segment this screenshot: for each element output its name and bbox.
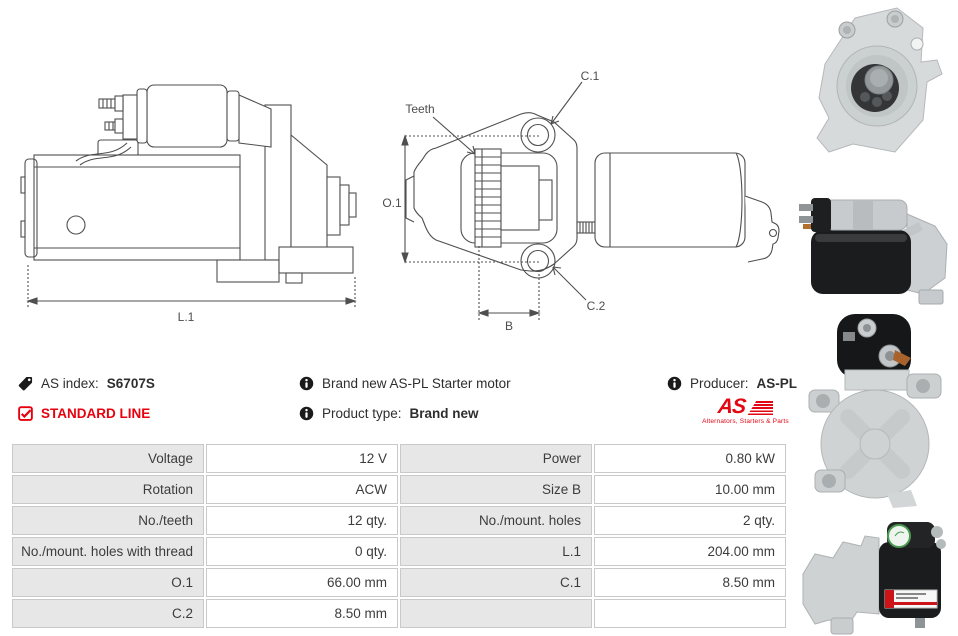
spec-value: 0.80 kW bbox=[594, 444, 786, 473]
info-icon bbox=[299, 376, 314, 391]
producer-label: Producer: bbox=[690, 376, 749, 391]
spec-value: 12 V bbox=[206, 444, 398, 473]
product-photo-angled-view bbox=[802, 522, 946, 635]
producer-value: AS-PL bbox=[756, 376, 798, 391]
product-photo-flange-front bbox=[816, 7, 943, 153]
spec-value bbox=[594, 599, 786, 628]
dim-label-l1: L.1 bbox=[178, 310, 195, 324]
as-logo-subtext: Alternators, Starters & Parts bbox=[702, 418, 789, 425]
spec-label: O.1 bbox=[12, 568, 204, 597]
table-row: No./mount. holes with thread 0 qty. L.1 … bbox=[12, 537, 786, 566]
as-index-row: AS index: S6707S bbox=[18, 376, 155, 391]
technical-drawing-side-view: L.1 bbox=[20, 84, 357, 324]
specifications-table: Voltage 12 V Power 0.80 kW Rotation ACW … bbox=[10, 442, 788, 630]
spec-label: No./teeth bbox=[12, 506, 204, 535]
brand-new-text: Brand new AS-PL Starter motor bbox=[322, 376, 511, 391]
spec-value: 12 qty. bbox=[206, 506, 398, 535]
as-pl-logo: AS Alternators, Starters & Parts bbox=[698, 395, 793, 425]
spec-value: ACW bbox=[206, 475, 398, 504]
dim-label-b: B bbox=[505, 319, 513, 333]
spec-label: Size B bbox=[400, 475, 592, 504]
product-type-row: Product type: Brand new bbox=[299, 406, 479, 421]
as-index-value: S6707S bbox=[106, 376, 155, 391]
spec-label: No./mount. holes bbox=[400, 506, 592, 535]
table-row: C.2 8.50 mm bbox=[12, 599, 786, 628]
table-row: Voltage 12 V Power 0.80 kW bbox=[12, 444, 786, 473]
spec-label: Rotation bbox=[12, 475, 204, 504]
spec-value: 204.00 mm bbox=[594, 537, 786, 566]
info-icon bbox=[299, 406, 314, 421]
dim-label-teeth: Teeth bbox=[405, 102, 434, 116]
spec-value: 10.00 mm bbox=[594, 475, 786, 504]
spec-label: No./mount. holes with thread bbox=[12, 537, 204, 566]
spec-value: 0 qty. bbox=[206, 537, 398, 566]
table-row: Rotation ACW Size B 10.00 mm bbox=[12, 475, 786, 504]
as-logo-stripes bbox=[747, 401, 774, 416]
tag-icon bbox=[18, 376, 33, 391]
as-logo-text: AS bbox=[716, 395, 747, 418]
spec-value: 8.50 mm bbox=[594, 568, 786, 597]
brand-new-row: Brand new AS-PL Starter motor bbox=[299, 376, 511, 391]
table-row: No./teeth 12 qty. No./mount. holes 2 qty… bbox=[12, 506, 786, 535]
dim-label-c2: C.2 bbox=[587, 299, 606, 313]
info-icon bbox=[667, 376, 682, 391]
spec-label: Voltage bbox=[12, 444, 204, 473]
spec-value: 66.00 mm bbox=[206, 568, 398, 597]
spec-value: 8.50 mm bbox=[206, 599, 398, 628]
technical-drawing-front-view: O.1 B C.1 C.2 Teeth bbox=[382, 69, 780, 333]
product-photo-rear-view bbox=[808, 314, 942, 508]
spec-value: 2 qty. bbox=[594, 506, 786, 535]
product-type-value: Brand new bbox=[409, 406, 479, 421]
spec-label bbox=[400, 599, 592, 628]
as-index-label: AS index: bbox=[41, 376, 99, 391]
product-photo-side-view bbox=[799, 198, 948, 305]
check-square-icon bbox=[18, 406, 33, 421]
table-row: O.1 66.00 mm C.1 8.50 mm bbox=[12, 568, 786, 597]
spec-label: Power bbox=[400, 444, 592, 473]
spec-label: L.1 bbox=[400, 537, 592, 566]
dim-label-o1: O.1 bbox=[382, 196, 402, 210]
producer-row: Producer: AS-PL bbox=[667, 376, 797, 391]
dim-label-c1: C.1 bbox=[581, 69, 600, 83]
standard-line-row: STANDARD LINE bbox=[18, 406, 150, 421]
spec-label: C.1 bbox=[400, 568, 592, 597]
standard-line-label: STANDARD LINE bbox=[41, 406, 151, 421]
product-type-label: Product type: bbox=[322, 406, 402, 421]
spec-label: C.2 bbox=[12, 599, 204, 628]
